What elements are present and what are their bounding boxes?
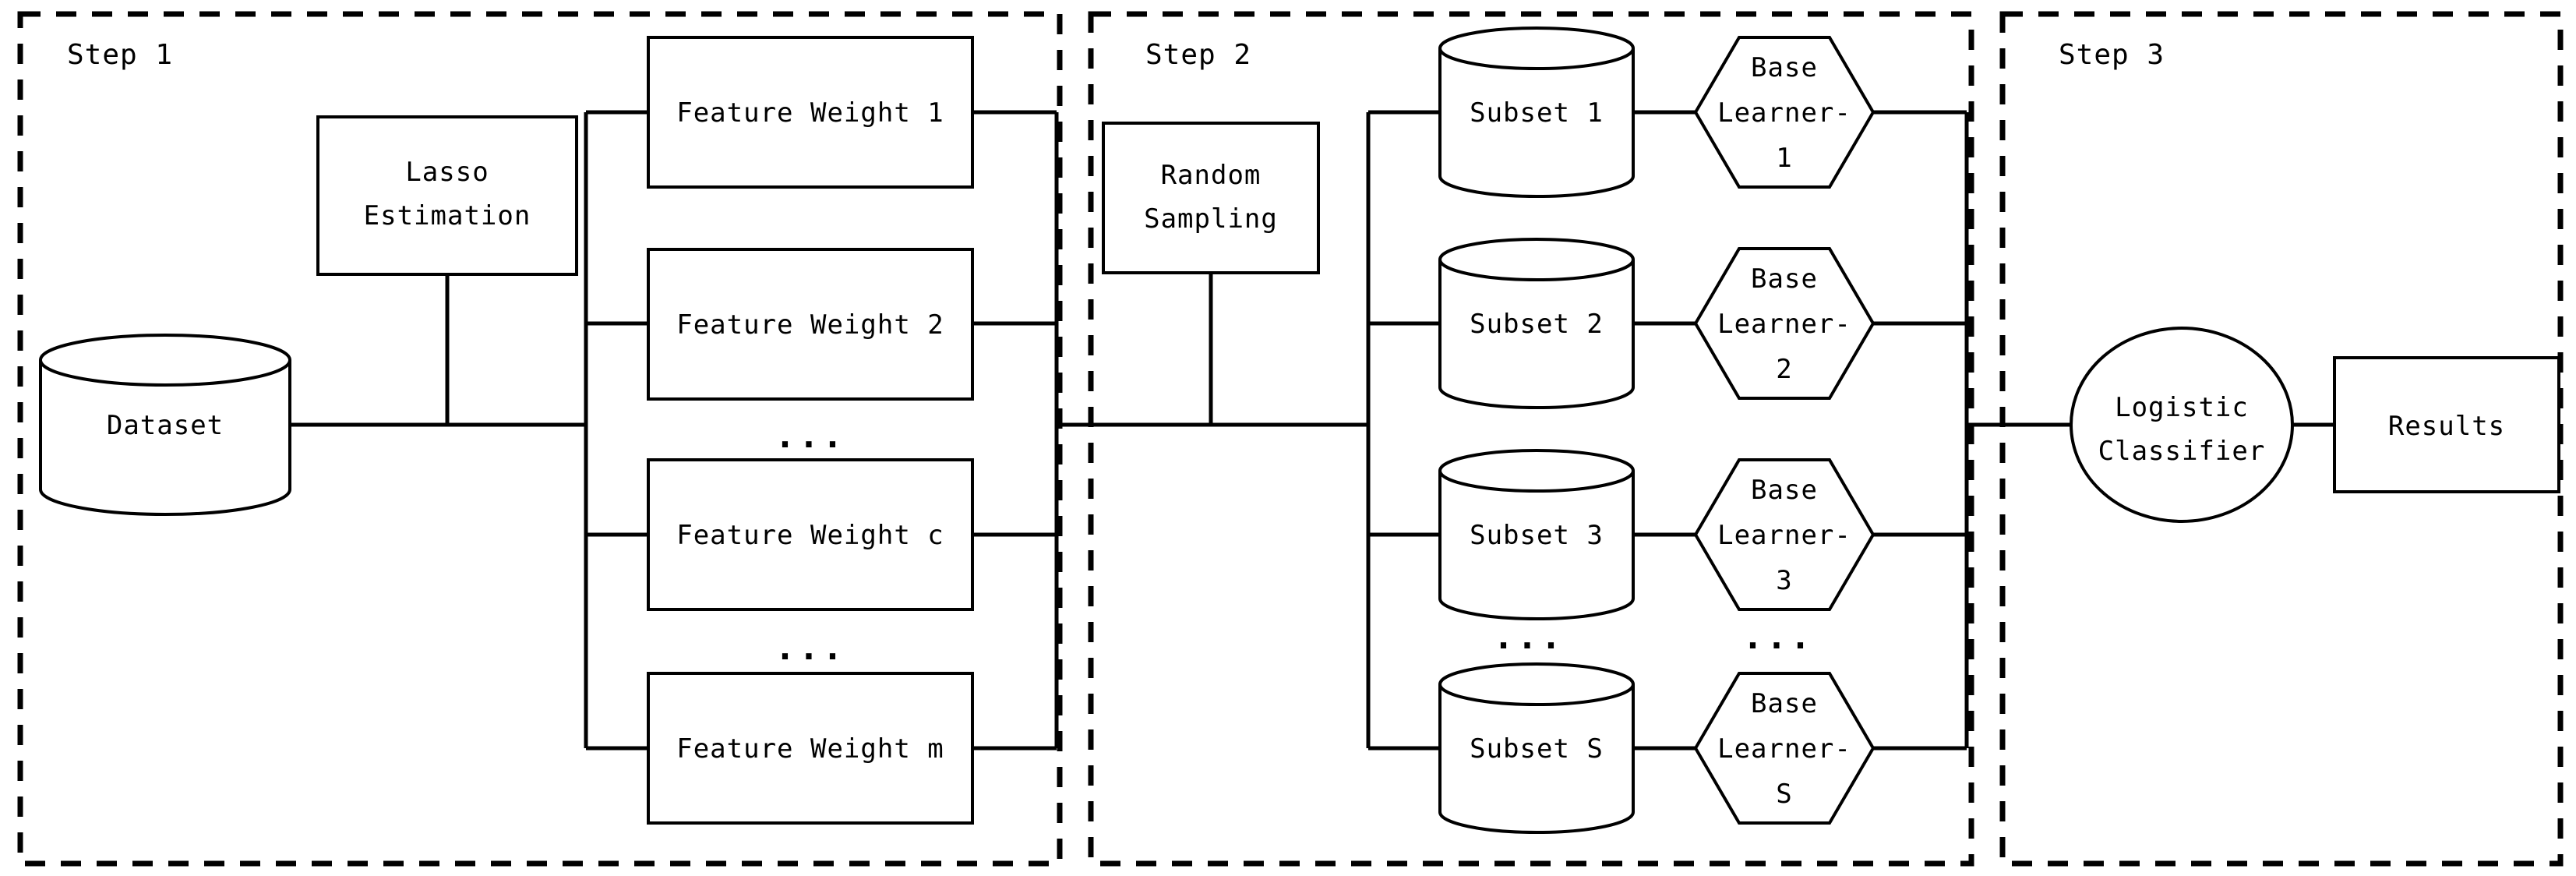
ellipsis-step2-subset: ... [1493, 617, 1564, 657]
node-base-learner-1-line3: 1 [1776, 143, 1792, 174]
node-lasso-estimation: Lasso Estimation [316, 115, 578, 276]
node-subset-s: Subset S [1438, 662, 1635, 834]
node-lasso-line2: Estimation [364, 200, 531, 231]
node-feature-weight-c: Feature Weight c [647, 458, 974, 611]
node-feature-weight-2: Feature Weight 2 [647, 248, 974, 401]
node-subset-s-label: Subset S [1470, 733, 1604, 765]
node-random-sampling-line2: Sampling [1144, 203, 1278, 235]
ellipsis-step1-upper: ... [775, 416, 845, 456]
node-base-learner-2-line3: 2 [1776, 354, 1792, 385]
node-results-label: Results [2388, 411, 2505, 442]
node-base-learner-2-line2: Learner- [1717, 309, 1851, 340]
node-base-learner-s-line3: S [1776, 779, 1792, 810]
node-subset-1: Subset 1 [1438, 26, 1635, 198]
node-base-learner-s: Base Learner- S [1693, 672, 1876, 825]
panel-step3-label: Step 3 [2059, 39, 2165, 71]
node-base-learner-2-line1: Base [1751, 263, 1818, 295]
ellipsis-step1-lower: ... [775, 628, 845, 668]
node-base-learner-2: Base Learner- 2 [1693, 247, 1876, 400]
ellipsis-step2-learner: ... [1742, 617, 1813, 657]
node-base-learner-3-line2: Learner- [1717, 520, 1851, 551]
node-feature-weight-1-label: Feature Weight 1 [676, 97, 944, 129]
node-feature-weight-c-label: Feature Weight c [676, 520, 944, 551]
node-random-sampling-line1: Random [1161, 160, 1262, 191]
node-base-learner-3-line3: 3 [1776, 565, 1792, 596]
node-feature-weight-m-label: Feature Weight m [676, 733, 944, 765]
node-subset-2-label: Subset 2 [1470, 309, 1604, 340]
node-feature-weight-2-label: Feature Weight 2 [676, 309, 944, 341]
node-logistic-classifier-line2: Classifier [2098, 436, 2266, 467]
node-subset-2: Subset 2 [1438, 238, 1635, 409]
node-base-learner-s-line1: Base [1751, 688, 1818, 719]
node-base-learner-1-line2: Learner- [1717, 97, 1851, 129]
node-subset-3: Subset 3 [1438, 449, 1635, 620]
node-logistic-classifier-line1: Logistic [2115, 392, 2249, 423]
panel-step2-border [1088, 11, 1974, 867]
node-subset-1-label: Subset 1 [1470, 97, 1604, 129]
node-base-learner-1: Base Learner- 1 [1693, 36, 1876, 189]
node-feature-weight-1: Feature Weight 1 [647, 36, 974, 189]
node-base-learner-3: Base Learner- 3 [1693, 458, 1876, 611]
node-dataset-label: Dataset [107, 410, 224, 441]
node-results: Results [2333, 356, 2560, 493]
node-lasso-line1: Lasso [405, 157, 489, 188]
node-logistic-classifier: Logistic Classifier [2070, 327, 2294, 523]
panel-step1-border [17, 11, 1063, 867]
node-random-sampling: Random Sampling [1102, 122, 1320, 274]
node-base-learner-1-line1: Base [1751, 52, 1818, 83]
panel-step2-label: Step 2 [1145, 39, 1251, 71]
node-base-learner-s-line2: Learner- [1717, 733, 1851, 765]
node-dataset: Dataset [39, 334, 291, 516]
node-subset-3-label: Subset 3 [1470, 520, 1604, 551]
panel-step1-label: Step 1 [67, 39, 173, 71]
node-feature-weight-m: Feature Weight m [647, 672, 974, 825]
node-base-learner-3-line1: Base [1751, 475, 1818, 506]
